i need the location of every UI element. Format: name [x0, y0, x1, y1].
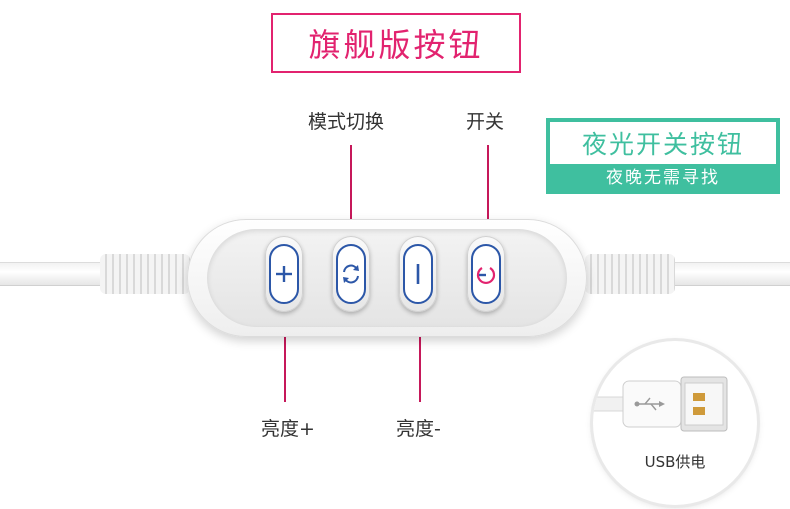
label-power: 开关: [466, 111, 505, 133]
cable-left: [0, 262, 110, 286]
plus-icon: [276, 266, 292, 282]
usb-callout: USB供电: [593, 341, 757, 505]
lead-line-brightness-down: [419, 312, 421, 402]
label-brightness-up: 亮度+: [261, 418, 315, 440]
cycle-arrows-icon: [343, 264, 359, 284]
usb-plug-illustration: [593, 376, 728, 432]
lead-line-power: [487, 145, 489, 233]
lead-line-mode: [350, 145, 352, 233]
strain-relief-right: [585, 254, 675, 294]
power-button[interactable]: [467, 236, 505, 312]
night-light-callout: 夜光开关按钮 夜晚无需寻找: [546, 118, 780, 194]
page-title: 旗舰版按钮: [271, 13, 521, 73]
night-light-title: 夜光开关按钮: [550, 122, 776, 164]
controller-panel: [207, 229, 567, 327]
page-title-text: 旗舰版按钮: [308, 26, 484, 64]
night-light-subtitle: 夜晚无需寻找: [606, 167, 720, 188]
usb-label: USB供电: [644, 453, 706, 471]
brightness-up-button[interactable]: [265, 236, 303, 312]
strain-relief-left: [100, 254, 190, 294]
power-icon: [476, 267, 496, 285]
label-brightness-down: 亮度-: [396, 418, 441, 440]
lead-line-brightness-up: [284, 312, 286, 402]
brightness-down-button[interactable]: [399, 236, 437, 312]
mode-switch-button[interactable]: [332, 236, 370, 312]
vertical-bar-icon: [416, 264, 420, 284]
cable-right: [670, 262, 790, 286]
label-mode-switch: 模式切换: [308, 111, 385, 133]
usb-icon: [634, 397, 665, 411]
